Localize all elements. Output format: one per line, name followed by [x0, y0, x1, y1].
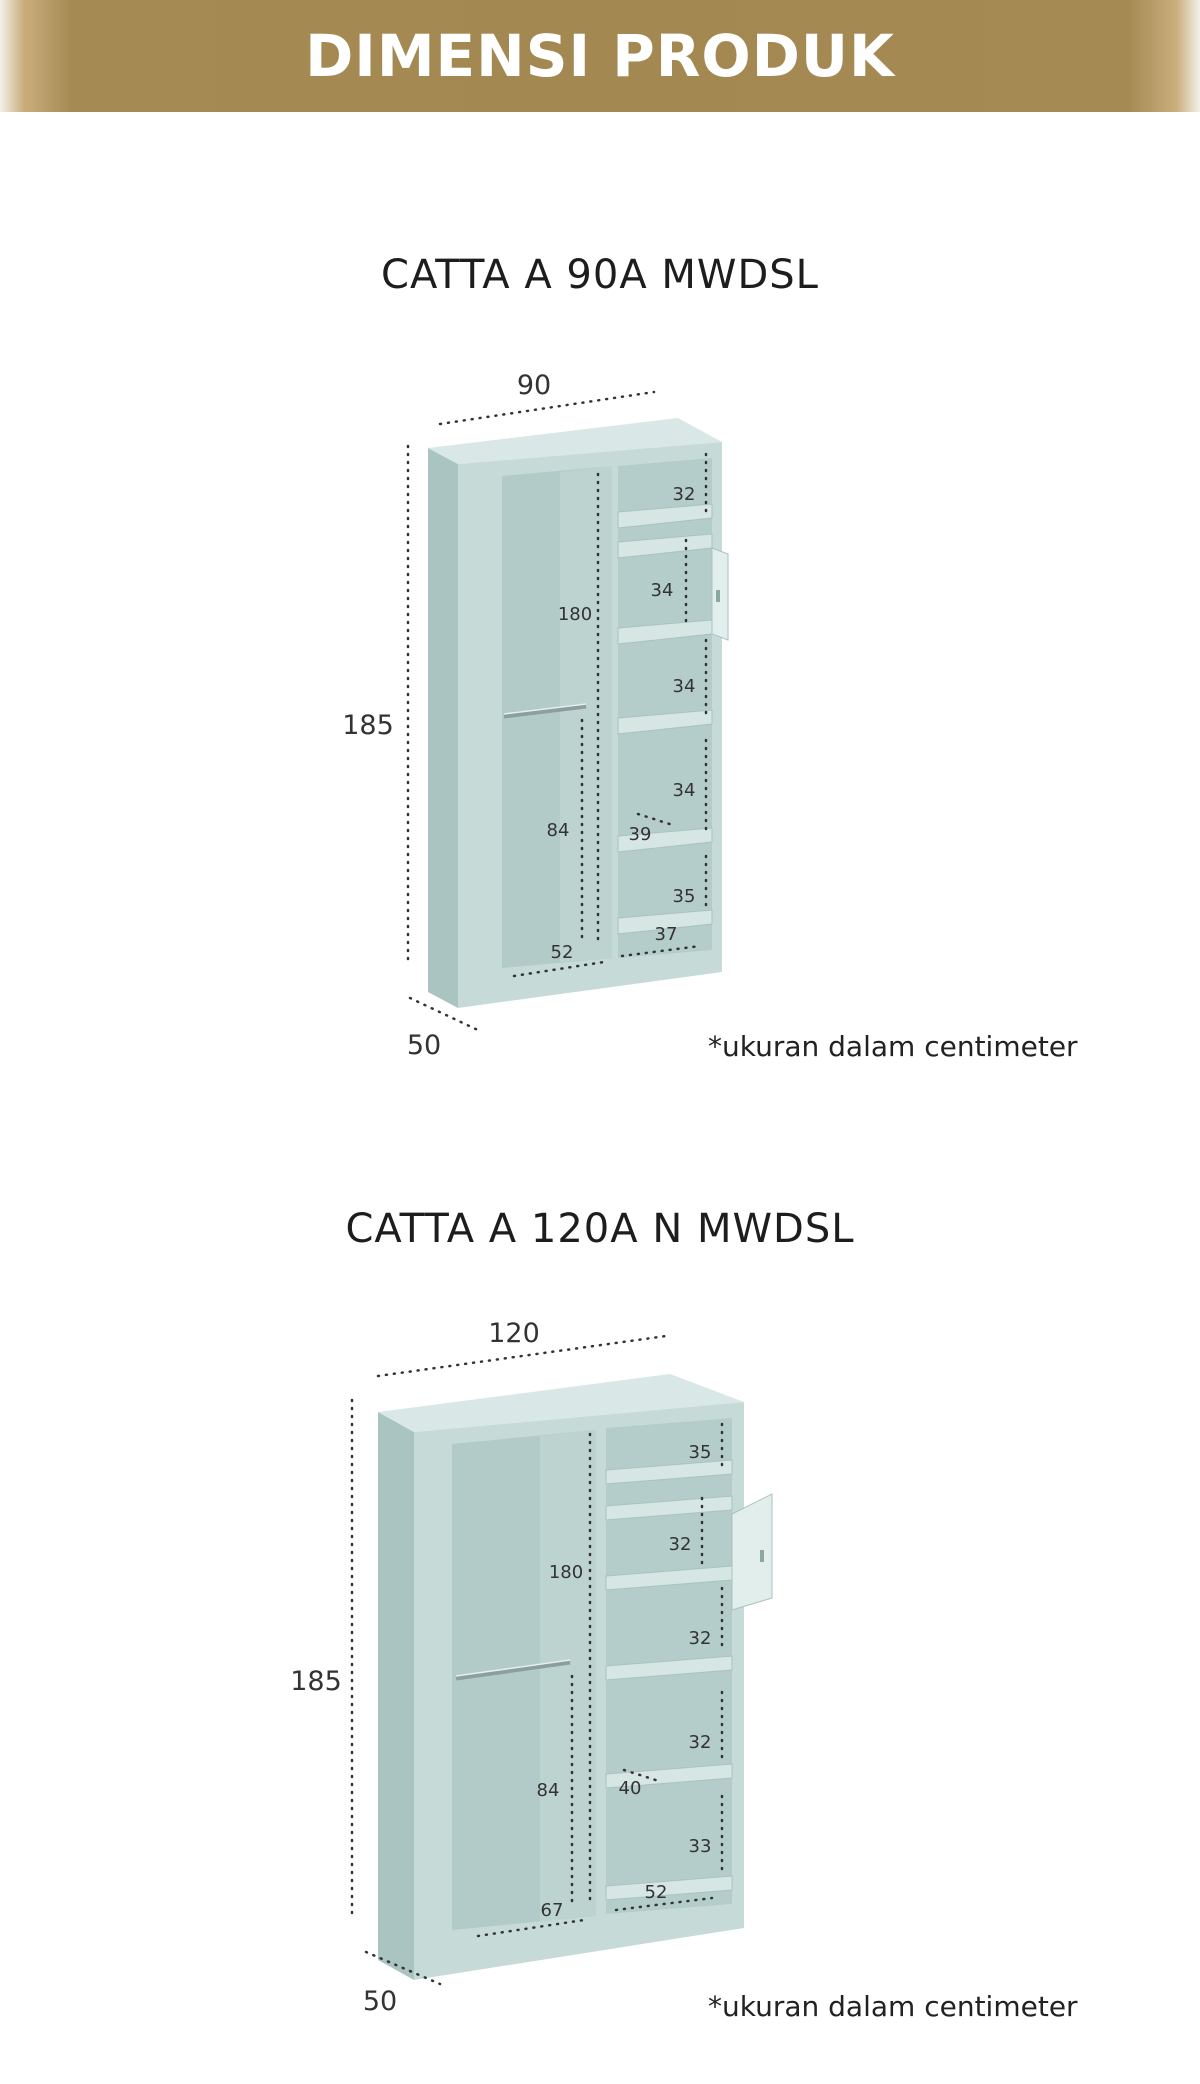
cabinet-side-panel	[378, 1412, 414, 1980]
hang-height-label: 180	[549, 1562, 583, 1583]
shelf-height-label: 34	[673, 780, 696, 801]
shelf-width-label: 37	[655, 924, 678, 945]
shelf-height-label: 32	[669, 1534, 692, 1555]
depth-label: 50	[363, 1986, 397, 2017]
width-label: 90	[517, 370, 551, 401]
wardrobe-diagram: 120 185 50 180 84 67 35 32 32 32 33 40 5…	[290, 1318, 773, 2017]
shelf-height-label: 33	[689, 1836, 712, 1857]
product-title: CATTA A 90A MWDSL	[381, 252, 819, 298]
hang-width-label: 67	[541, 1900, 564, 1921]
shelf-width-label: 52	[645, 1882, 668, 1903]
shelf-height-label: 35	[689, 1442, 712, 1463]
unit-note: *ukuran dalam centimeter	[708, 1990, 1078, 2023]
small-door	[731, 1493, 773, 1611]
shelf-depth-label: 39	[629, 824, 652, 845]
hang-height-label: 180	[558, 604, 592, 625]
product-title: CATTA A 120A N MWDSL	[345, 1206, 855, 1252]
hanging-rod	[503, 703, 587, 719]
cabinet-top	[428, 418, 722, 464]
cabinet-top	[378, 1374, 744, 1432]
shelf-height-label: 32	[689, 1732, 712, 1753]
page-title: DIMENSI PRODUK	[305, 22, 895, 90]
unit-note: *ukuran dalam centimeter	[708, 1030, 1078, 1063]
cabinet-side-panel	[428, 448, 458, 1008]
shelf-height-label: 34	[651, 580, 674, 601]
hanging-rod	[455, 1659, 571, 1681]
depth-label: 50	[407, 1030, 441, 1061]
hang-width-label: 52	[551, 942, 574, 963]
shelf-height-label: 32	[673, 484, 696, 505]
shelf-compartment	[618, 458, 712, 958]
shelf-height-label: 35	[673, 886, 696, 907]
shelf-height-label: 34	[673, 676, 696, 697]
hang-lower-label: 84	[537, 1780, 560, 1801]
shelf-depth-label: 40	[619, 1778, 642, 1799]
wardrobe-diagram: 90 185 50 180 84 52 32 34 34 34 35 39 37	[342, 370, 729, 1061]
width-label: 120	[488, 1318, 540, 1349]
hang-lower-label: 84	[547, 820, 570, 841]
header-banner: DIMENSI PRODUK	[0, 0, 1200, 112]
shelf-height-label: 32	[689, 1628, 712, 1649]
height-label: 185	[290, 1666, 342, 1697]
height-label: 185	[342, 710, 394, 741]
